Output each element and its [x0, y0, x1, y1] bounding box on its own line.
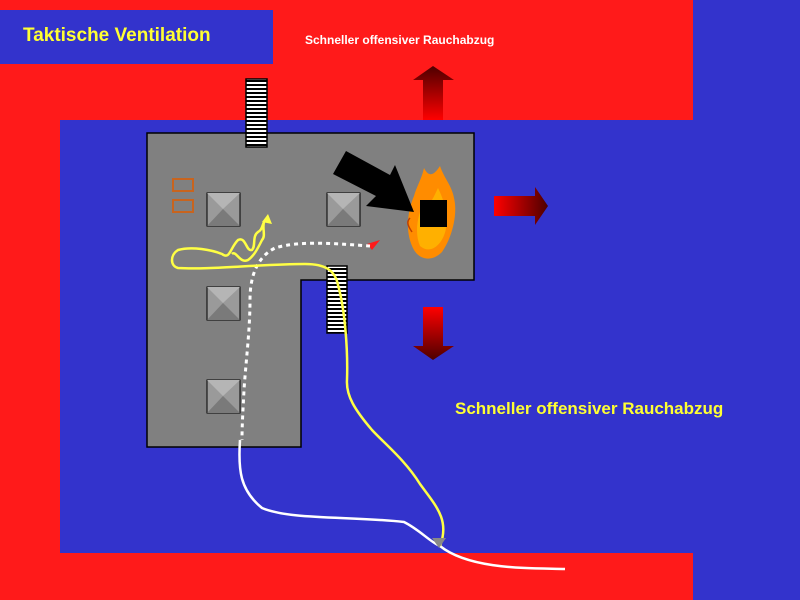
white-hose-line [238, 439, 566, 571]
smoke-exit-label-top: Schneller offensiver Rauchabzug [305, 33, 495, 47]
stairs-icon [172, 178, 194, 213]
fan-arrow-icon [333, 151, 414, 212]
yellow-hose-line [170, 221, 445, 547]
fire-source-block [420, 200, 447, 227]
pillar [326, 192, 361, 227]
attack-route-dotted-line [240, 241, 371, 441]
yellow-hose-nozzle-icon [262, 214, 272, 224]
hose-coupling-icon [432, 538, 446, 548]
smoke-exit-arrow-down-icon [413, 307, 454, 360]
smoke-exit-label-right: Schneller offensiver Rauchabzug [455, 399, 724, 418]
red-zone-left [0, 0, 60, 600]
pillar [206, 286, 241, 321]
smoke-exit-arrow-up-icon [413, 66, 454, 120]
ladder-opening-bottom-icon [326, 265, 348, 334]
smoke-exit-arrow-right-icon [494, 187, 548, 225]
direction-tip-icon [367, 240, 380, 250]
red-zone-bottom [0, 553, 693, 600]
pillar [206, 379, 241, 414]
pillar [206, 192, 241, 227]
ladder-opening-top-icon [245, 78, 268, 148]
page-title: Taktische Ventilation [0, 10, 273, 64]
